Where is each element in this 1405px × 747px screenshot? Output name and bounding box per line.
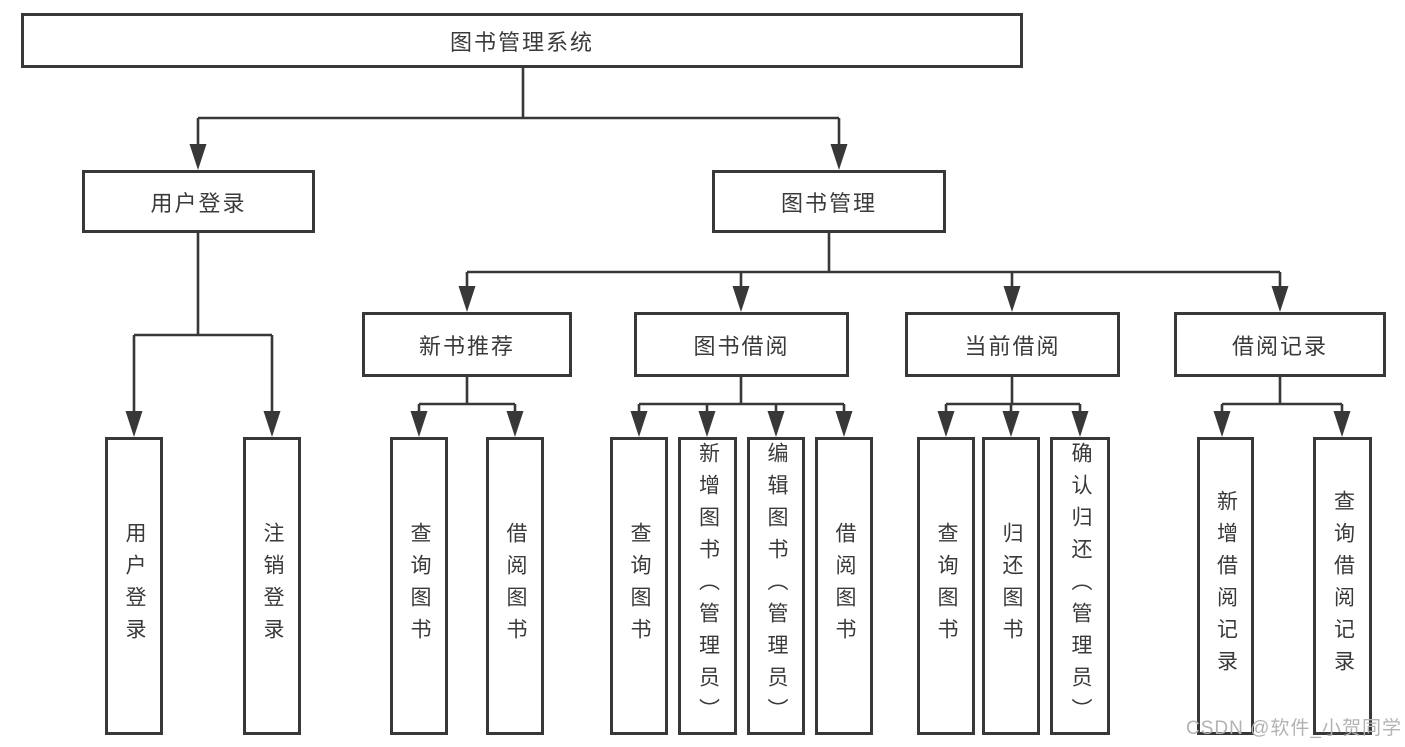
node-label: 查询借阅记录: [1331, 490, 1355, 682]
node-root: 图书管理系统: [21, 13, 1023, 68]
node-label: 图书管理系统: [449, 29, 594, 55]
node-label: 借阅图书: [833, 522, 857, 650]
leaf-borrowing-edit-books-admin: 编辑图书（管理员）: [747, 437, 805, 735]
node-label: 查询图书: [935, 522, 959, 650]
node-label: 图书借阅: [693, 333, 790, 359]
node-label: 查询图书: [628, 522, 652, 650]
node-label: 新增借阅记录: [1214, 490, 1238, 682]
node-label: 查询图书: [408, 522, 432, 650]
node-label: 归还图书: [1000, 522, 1024, 650]
node-borrowing-records: 借阅记录: [1174, 312, 1386, 377]
node-label: 用户登录: [123, 522, 147, 650]
node-label: 注销登录: [261, 522, 285, 650]
node-label: 编辑图书（管理员）: [765, 442, 789, 730]
leaf-logout: 注销登录: [243, 437, 301, 735]
node-current-borrowing: 当前借阅: [905, 312, 1120, 377]
leaf-current-confirm-return-admin: 确认归还（管理员）: [1050, 437, 1110, 735]
node-user-login: 用户登录: [82, 170, 315, 233]
node-label: 新增图书（管理员）: [696, 442, 720, 730]
leaf-records-add-record: 新增借阅记录: [1197, 437, 1254, 735]
leaf-borrowing-query-books: 查询图书: [610, 437, 668, 735]
leaf-current-return-books: 归还图书: [982, 437, 1040, 735]
leaf-recommend-query-books: 查询图书: [390, 437, 448, 735]
leaf-recommend-borrow-books: 借阅图书: [486, 437, 544, 735]
node-label: 当前借阅: [964, 333, 1061, 359]
leaf-records-query-record: 查询借阅记录: [1313, 437, 1372, 735]
node-label: 新书推荐: [418, 333, 515, 359]
leaf-current-query-books: 查询图书: [917, 437, 975, 735]
leaf-user-login: 用户登录: [105, 437, 163, 735]
node-label: 确认归还（管理员）: [1069, 442, 1093, 730]
node-label: 借阅图书: [504, 522, 528, 650]
node-label: 借阅记录: [1231, 333, 1328, 359]
csdn-watermark: CSDN @软件_小贺同学: [1186, 718, 1402, 739]
node-label: 图书管理: [780, 190, 877, 216]
node-book-borrowing: 图书借阅: [634, 312, 849, 377]
node-book-management: 图书管理: [712, 170, 946, 233]
node-label: 用户登录: [150, 190, 247, 216]
leaf-borrowing-borrow-books: 借阅图书: [815, 437, 873, 735]
leaf-borrowing-add-books-admin: 新增图书（管理员）: [678, 437, 737, 735]
node-new-book-recommend: 新书推荐: [362, 312, 572, 377]
